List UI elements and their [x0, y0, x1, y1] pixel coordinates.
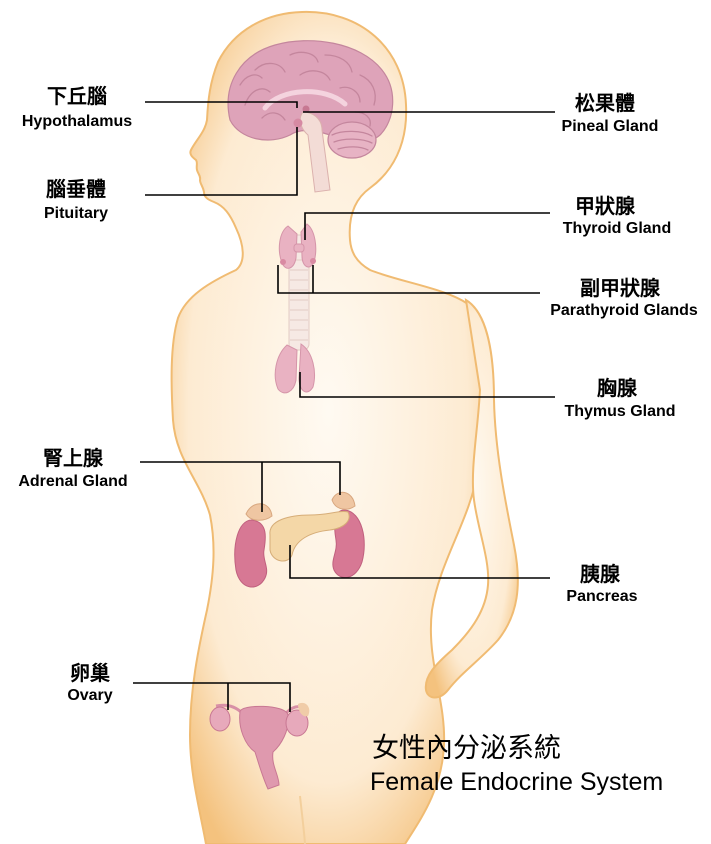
pancreas-label-zh: 胰腺 [580, 562, 621, 586]
pineal-label-zh: 松果體 [575, 91, 635, 115]
parathyroid-label-zh: 副甲狀腺 [580, 276, 661, 300]
pituitary-label-zh: 腦垂體 [46, 177, 106, 201]
thyroid-label-en: Thyroid Gland [563, 220, 671, 237]
ovary-label-en: Ovary [67, 687, 112, 704]
thymus-label-en: Thymus Gland [564, 403, 675, 420]
parathyroid-label-en: Parathyroid Glands [550, 302, 698, 319]
adrenal-label-en: Adrenal Gland [18, 473, 127, 490]
thymus-label-zh: 胸腺 [597, 376, 638, 400]
hypothalamus-label-zh: 下丘腦 [47, 84, 107, 108]
ovary-label-zh: 卵巢 [70, 661, 110, 685]
caption-title-zh: 女性內分泌系統 [372, 733, 561, 763]
thymus-gland [275, 344, 314, 393]
thyroid-label-zh: 甲狀腺 [575, 194, 636, 218]
left-kidney [235, 520, 267, 587]
pituitary-label-en: Pituitary [44, 205, 108, 222]
left-ovary [210, 707, 230, 731]
pituitary-gland [294, 119, 303, 128]
caption-title-en: Female Endocrine System [370, 768, 663, 796]
pancreas-label-en: Pancreas [566, 588, 637, 605]
cerebellum [328, 122, 376, 158]
pineal-label-en: Pineal Gland [562, 118, 659, 135]
hypothalamus-label-en: Hypothalamus [22, 113, 132, 130]
adrenal-label-zh: 腎上腺 [43, 446, 104, 470]
